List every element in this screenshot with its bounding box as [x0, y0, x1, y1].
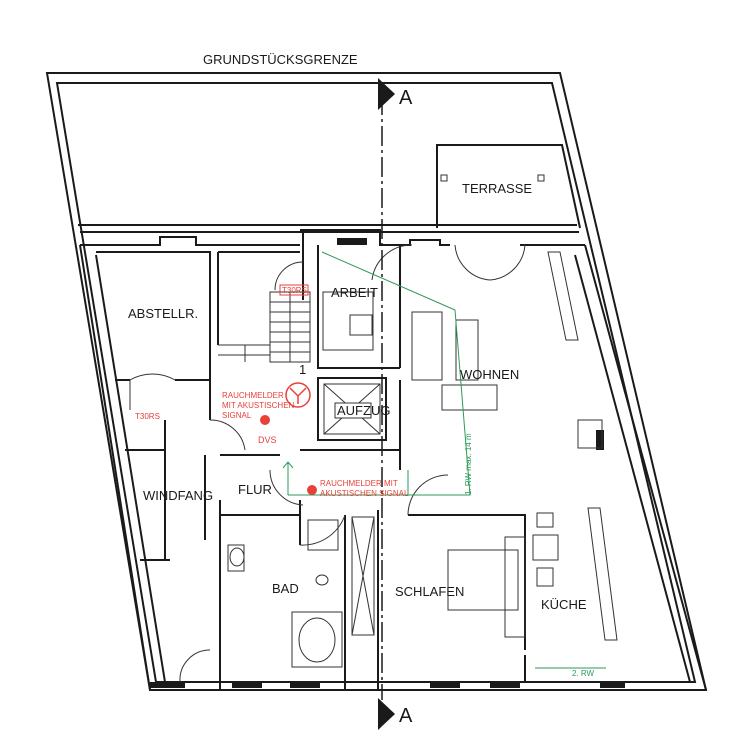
smoke-detector-1-line1: RAUCHMELDER — [222, 391, 284, 400]
room-label-arbeit: ARBEIT — [331, 285, 378, 300]
room-label-abstellraum: ABSTELLR. — [128, 306, 198, 321]
furniture — [227, 251, 618, 668]
room-label-schlafen: SCHLAFEN — [395, 584, 464, 599]
staircase: 1 — [218, 291, 311, 377]
section-bottom-label: A — [399, 705, 413, 727]
plot-boundary-label: GRUNDSTÜCKSGRENZE — [203, 52, 358, 67]
smoke-detector-icon — [307, 485, 317, 495]
room-label-bad: BAD — [272, 581, 299, 596]
smoke-detector-icon — [260, 415, 270, 425]
smoke-detector-2-line2: AKUSTISCHEN SIGNAL — [320, 489, 409, 498]
building-walls — [79, 229, 707, 691]
section-line: A A — [378, 78, 413, 730]
escape-route-2-label: 2. RW — [572, 669, 595, 678]
terrace-label: TERRASSE — [462, 181, 532, 196]
doors — [129, 244, 526, 683]
terrace: TERRASSE — [436, 144, 581, 229]
room-label-kueche: KÜCHE — [541, 597, 587, 612]
door-rating-stair: T30RS — [282, 286, 307, 295]
interior-walls — [96, 230, 526, 690]
room-label-windfang: WINDFANG — [143, 488, 213, 503]
escape-routes — [282, 251, 471, 496]
escape-route-1-label: 1. RW max. 14 m — [464, 433, 473, 495]
elevator: AUFZUG — [323, 383, 390, 435]
window-blocks — [150, 238, 625, 688]
elevator-label: AUFZUG — [337, 403, 390, 418]
section-arrow-icon — [378, 78, 395, 110]
outer-walls — [45, 72, 708, 691]
section-top-label: A — [399, 87, 413, 109]
smoke-detector-1-line2: MIT AKUSTISCHEN — [222, 401, 295, 410]
room-label-flur: FLUR — [238, 482, 272, 497]
smoke-exhaust-icon — [285, 382, 311, 408]
stair-step-number: 1 — [299, 362, 306, 377]
door-rating-store: T30RS — [135, 412, 160, 421]
safety-markers — [260, 284, 317, 495]
dvs-label: DVS — [258, 435, 277, 445]
smoke-detector-1-line3: SIGNAL — [222, 411, 252, 420]
smoke-detector-2-line1: RAUCHMELDER MIT — [320, 479, 398, 488]
section-arrow-icon — [378, 698, 395, 730]
room-label-wohnen: WOHNEN — [460, 367, 519, 382]
